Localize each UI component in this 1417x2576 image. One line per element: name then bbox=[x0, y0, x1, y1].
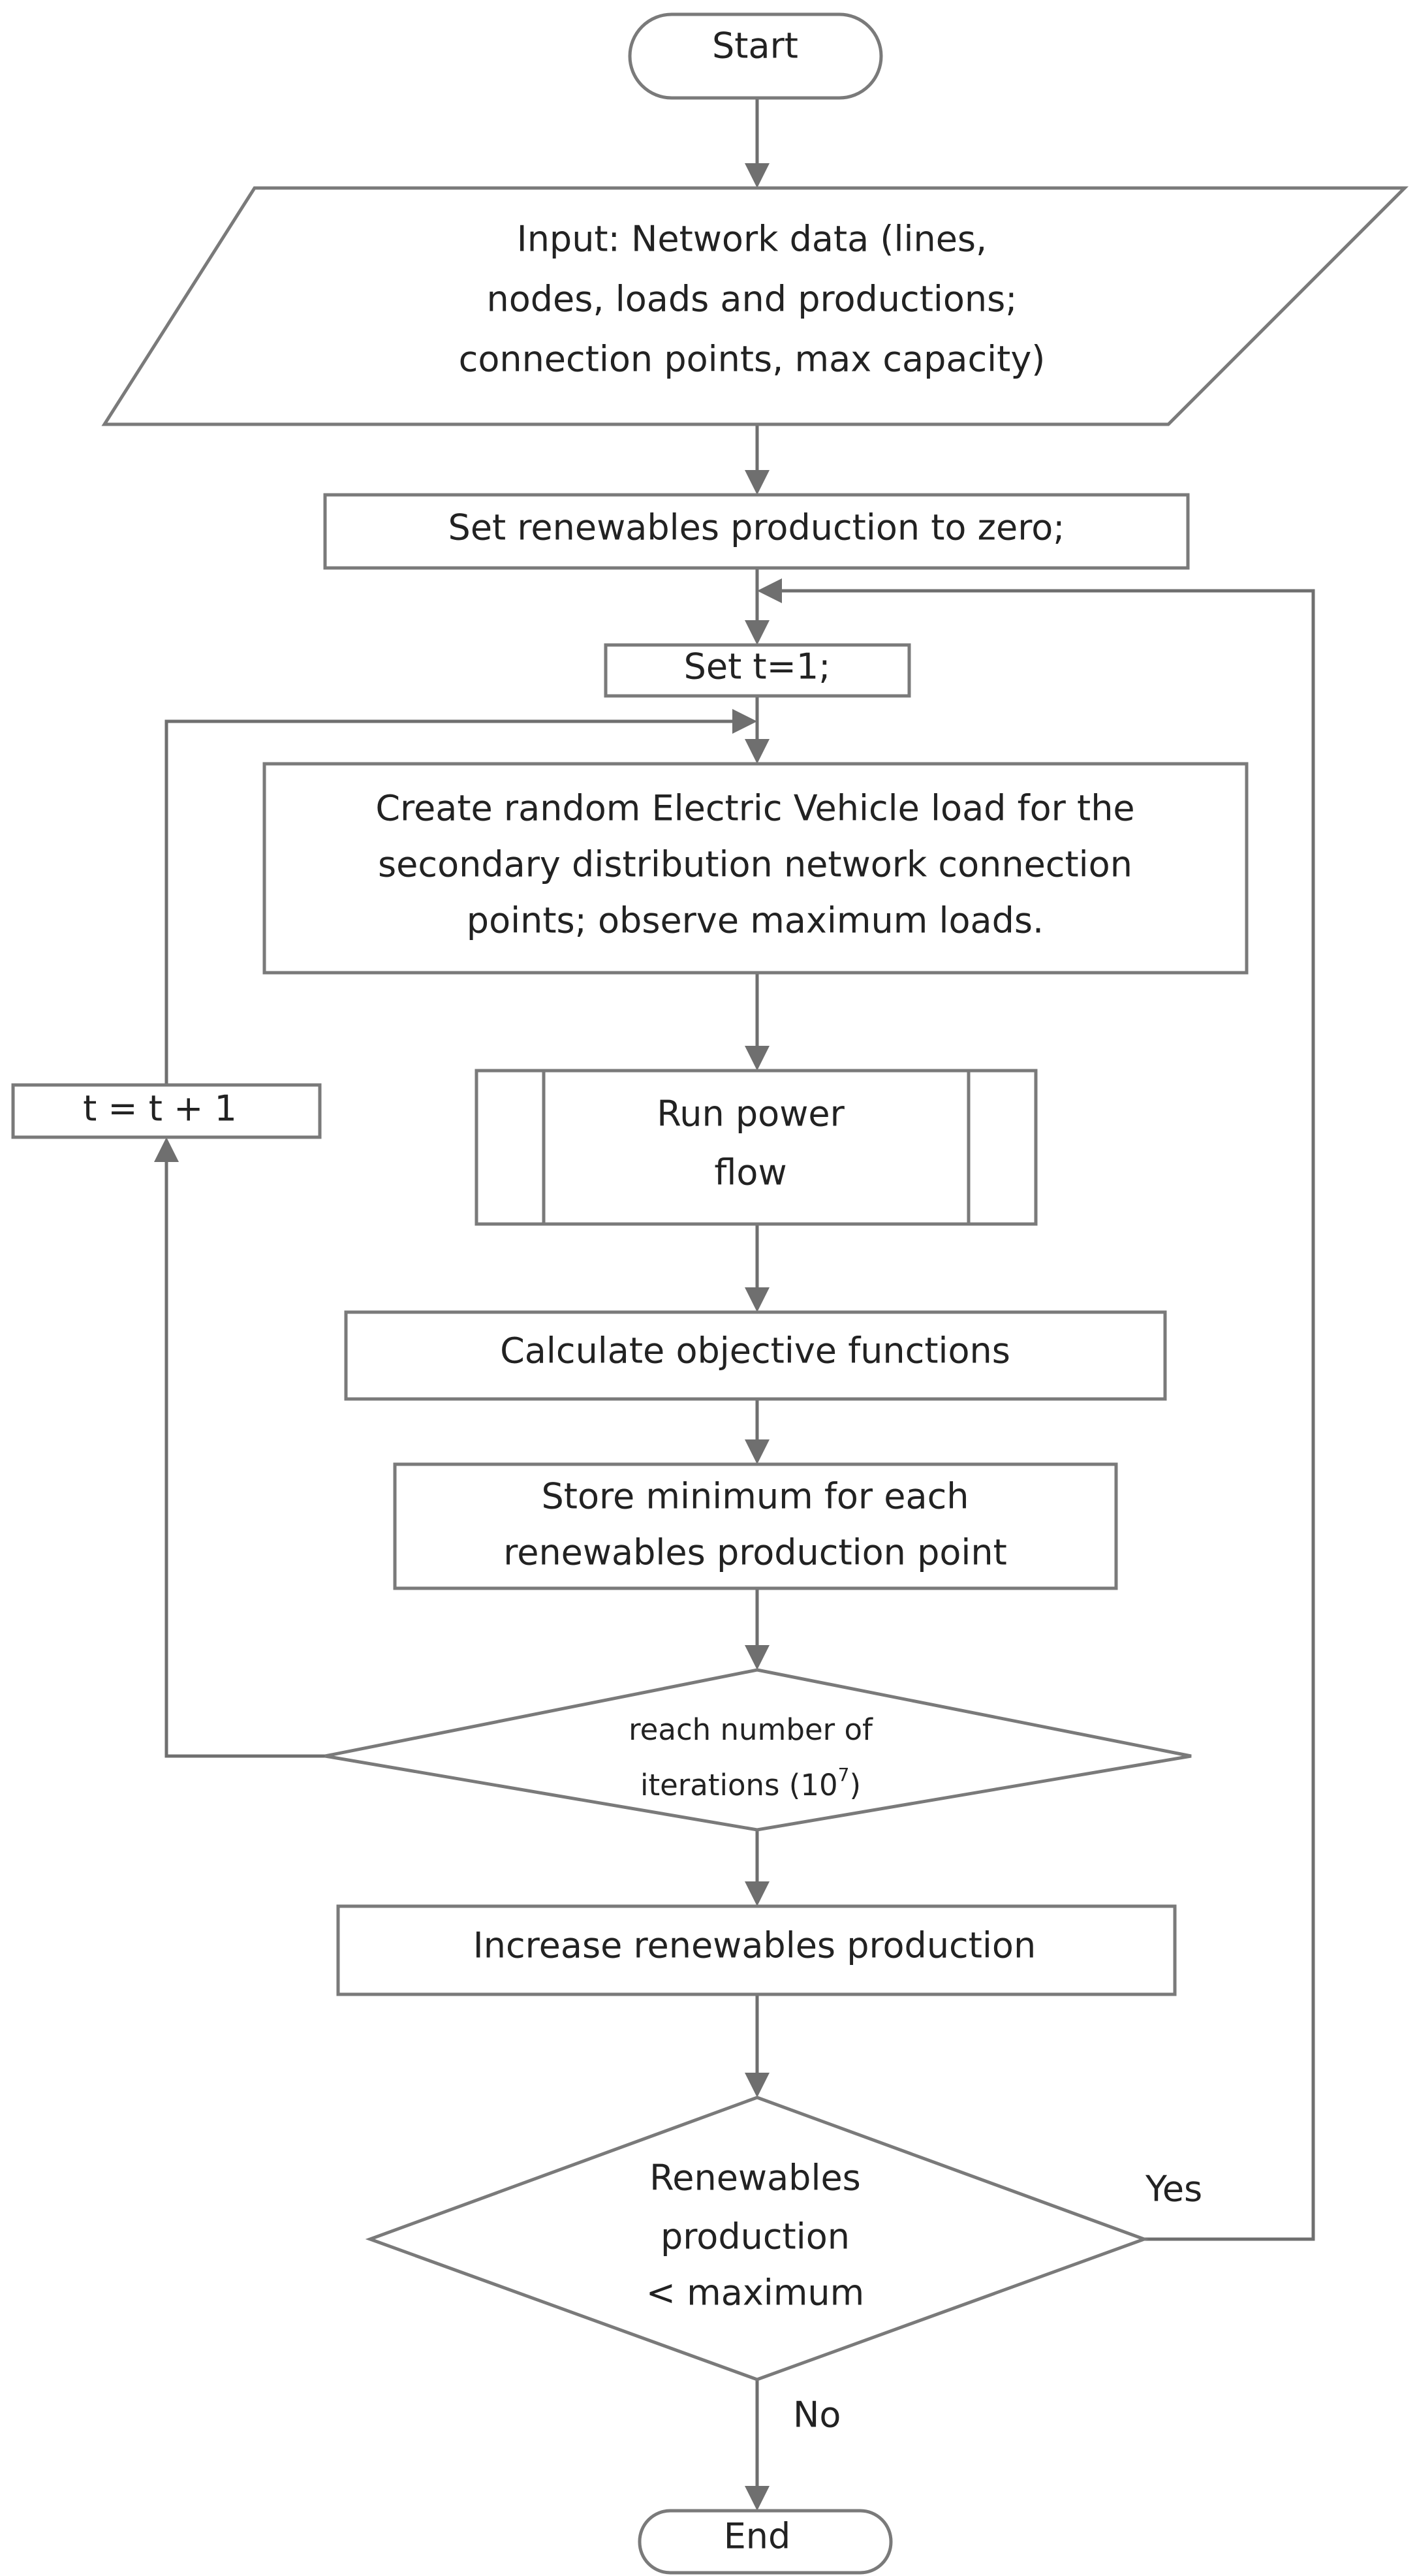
node-create-load: Create random Electric Vehicle load for … bbox=[262, 762, 1249, 975]
node-set-t: Set t=1; bbox=[604, 643, 911, 698]
arrowhead bbox=[745, 2073, 770, 2097]
input-label-line-3: connection points, max capacity) bbox=[459, 339, 1046, 380]
arrow-loop-increment-to-create-load bbox=[164, 719, 732, 1085]
arrowhead bbox=[745, 1645, 770, 1670]
increase-production-label: Increase renewables production bbox=[473, 1925, 1036, 1966]
store-min-line-2: renewables production point bbox=[503, 1532, 1007, 1573]
node-end: End bbox=[638, 2509, 893, 2575]
arrowhead bbox=[745, 1881, 770, 1906]
yes-label: Yes bbox=[1145, 2169, 1202, 2210]
arrow-loop-decision-to-increment bbox=[164, 1162, 325, 1758]
arrowhead bbox=[745, 1287, 770, 1312]
input-parallelogram bbox=[101, 186, 1409, 426]
end-terminator bbox=[638, 2509, 893, 2575]
arrowhead bbox=[732, 709, 757, 734]
arrowhead bbox=[745, 1046, 770, 1071]
check-maximum-line-3: < maximum bbox=[646, 2272, 865, 2314]
calc-objective-label: Calculate objective functions bbox=[500, 1330, 1010, 1372]
create-load-line-3: points; observe maximum loads. bbox=[467, 900, 1044, 941]
create-load-line-2: secondary distribution network connectio… bbox=[378, 844, 1132, 885]
set-zero-box bbox=[323, 493, 1190, 570]
node-calc-objective: Calculate objective functions bbox=[344, 1310, 1167, 1401]
increase-production-box bbox=[336, 1904, 1177, 1996]
node-set-zero: Set renewables production to zero; bbox=[323, 493, 1190, 570]
check-maximum-line-2: production bbox=[661, 2216, 850, 2257]
start-terminator bbox=[628, 12, 883, 100]
no-label: No bbox=[793, 2395, 841, 2436]
node-increase-production: Increase renewables production bbox=[336, 1904, 1177, 1996]
calc-objective-box bbox=[344, 1310, 1167, 1401]
reach-iterations-line-2: iterations (107) bbox=[640, 1764, 861, 1802]
node-check-maximum: Renewables production < maximum bbox=[365, 2096, 1149, 2381]
increment-t-box bbox=[11, 1083, 322, 1139]
increment-t-label: t = t + 1 bbox=[83, 1088, 237, 1129]
node-start: Start bbox=[628, 12, 883, 100]
create-load-line-1: Create random Electric Vehicle load for … bbox=[375, 788, 1134, 829]
reach-iterations-base: iterations (10 bbox=[640, 1768, 838, 1802]
arrowhead bbox=[745, 739, 770, 764]
node-increment-t: t = t + 1 bbox=[11, 1083, 322, 1139]
node-reach-iterations: reach number of iterations (107) bbox=[324, 1668, 1192, 1832]
reach-iterations-line-1: reach number of bbox=[629, 1712, 873, 1747]
power-flow-line-1: Run power bbox=[657, 1093, 845, 1135]
arrowhead bbox=[745, 2486, 770, 2511]
set-t-box bbox=[604, 643, 911, 698]
connectors bbox=[154, 98, 1315, 2511]
create-load-box bbox=[262, 762, 1249, 975]
arrowhead bbox=[154, 1137, 179, 1162]
arrowhead bbox=[745, 620, 770, 645]
set-zero-label: Set renewables production to zero; bbox=[448, 507, 1065, 548]
check-maximum-diamond bbox=[365, 2096, 1149, 2381]
node-input: Input: Network data (lines, nodes, loads… bbox=[101, 186, 1409, 426]
start-label: Start bbox=[712, 25, 798, 67]
check-maximum-line-1: Renewables bbox=[649, 2158, 861, 2199]
power-flow-subprocess bbox=[475, 1069, 1038, 1226]
arrowhead bbox=[745, 1439, 770, 1464]
store-min-box bbox=[393, 1462, 1118, 1590]
arrowhead bbox=[745, 163, 770, 188]
reach-iterations-close: ) bbox=[849, 1768, 861, 1802]
input-label-line-1: Input: Network data (lines, bbox=[517, 219, 987, 260]
reach-iterations-exponent: 7 bbox=[838, 1764, 850, 1785]
store-min-line-1: Store minimum for each bbox=[542, 1476, 969, 1517]
power-flow-line-2: flow bbox=[714, 1152, 786, 1193]
arrow-loop-yes-to-set-t bbox=[782, 589, 1315, 2241]
node-run-power-flow: Run power flow bbox=[475, 1069, 1038, 1226]
reach-iterations-diamond bbox=[324, 1668, 1192, 1832]
input-label-line-2: nodes, loads and productions; bbox=[487, 279, 1018, 320]
arrowhead bbox=[745, 470, 770, 495]
end-label: End bbox=[724, 2516, 791, 2557]
node-store-min: Store minimum for each renewables produc… bbox=[393, 1462, 1118, 1590]
arrowhead bbox=[757, 578, 782, 603]
set-t-label: Set t=1; bbox=[684, 646, 831, 687]
